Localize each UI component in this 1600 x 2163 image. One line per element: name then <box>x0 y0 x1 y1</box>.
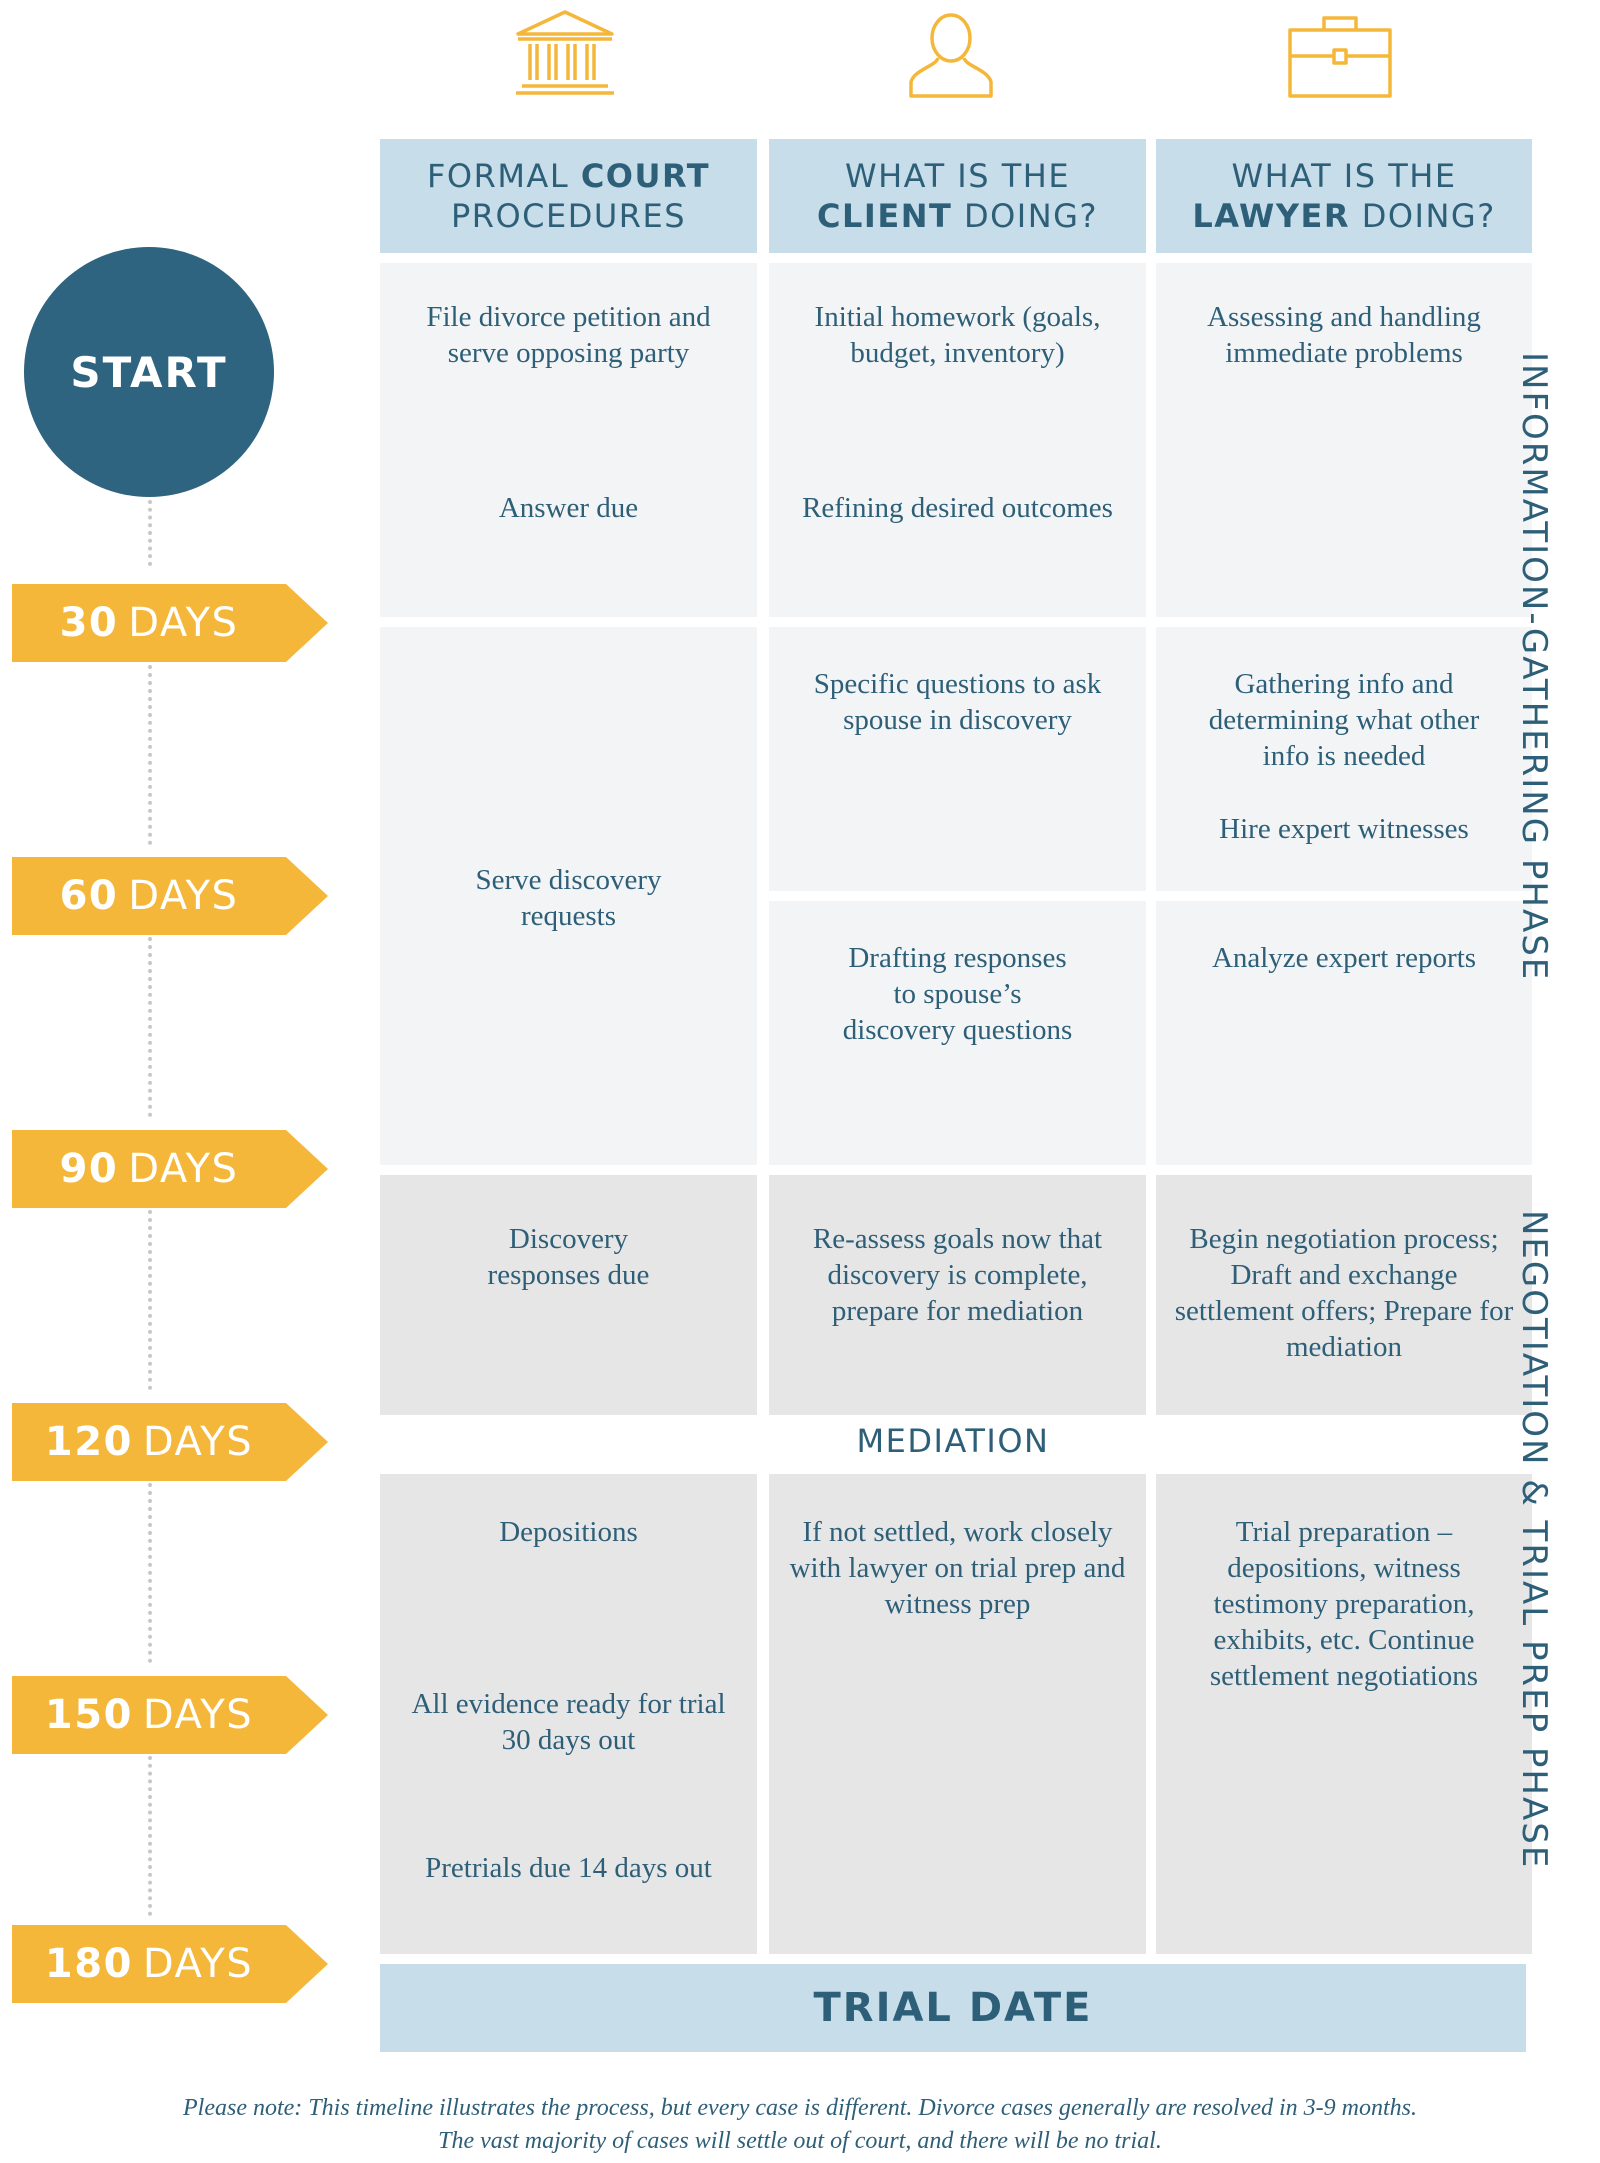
court-cell-row4: Depositions All evidence ready for trial… <box>380 1474 757 1954</box>
timeline-dots <box>148 1483 152 1663</box>
mediation-label: MEDIATION <box>856 1422 1050 1460</box>
person-icon <box>909 13 993 98</box>
court-evidence-text: All evidence ready for trial 30 days out <box>411 1688 726 1756</box>
lawyer-negotiation-text: Begin negotiation process; Draft and exc… <box>1174 1223 1514 1363</box>
court-answer-text: Answer due <box>498 492 639 524</box>
lawyer-cell-row4: Trial preparation – depositions, witness… <box>1156 1474 1532 1954</box>
court-pretrials-text: Pretrials due 14 days out <box>425 1852 712 1884</box>
lawyer-gathering-text: Gathering info and determining what othe… <box>1208 668 1480 772</box>
trial-date-bar: TRIAL DATE <box>380 1964 1526 2052</box>
lawyer-trial-prep-text: Trial preparation – depositions, witness… <box>1209 1516 1479 1692</box>
footnote-line-1: Please note: This timeline illustrates t… <box>183 2095 1417 2121</box>
briefcase-icon <box>1288 16 1392 98</box>
footnote-line-2: The vast majority of cases will settle o… <box>438 2128 1162 2154</box>
court-cell-row2: Serve discovery requests <box>380 627 757 1165</box>
lawyer-assessing-text: Assessing and handling immediate problem… <box>1207 301 1481 369</box>
client-cell-row2a: Specific questions to ask spouse in disc… <box>769 627 1146 891</box>
client-drafting-text: Drafting responses to spouse’s discovery… <box>842 942 1073 1046</box>
client-refining-text: Refining desired outcomes <box>802 492 1113 524</box>
timeline-dots <box>148 665 152 845</box>
lawyer-analyze-text: Analyze expert reports <box>1211 942 1477 974</box>
header-lawyer: WHAT IS THE LAWYER DOING? <box>1156 139 1532 253</box>
court-filing-text: File divorce petition and serve opposing… <box>426 301 711 369</box>
client-cell-row4: If not settled, work closely with lawyer… <box>769 1474 1146 1954</box>
lawyer-cell-row2a: Gathering info and determining what othe… <box>1156 627 1532 891</box>
timeline-dots <box>148 937 152 1117</box>
client-questions-text: Specific questions to ask spouse in disc… <box>813 668 1102 736</box>
lawyer-cell-row3: Begin negotiation process; Draft and exc… <box>1156 1175 1532 1415</box>
client-homework-text: Initial homework (goals, budget, invento… <box>814 301 1101 369</box>
client-trial-prep-text: If not settled, work closely with lawyer… <box>789 1516 1126 1620</box>
court-serve-discovery-text: Serve discovery requests <box>475 864 662 932</box>
negotiation-phase-label: NEGOTIATION & TRIAL PREP PHASE <box>1514 1210 1554 1870</box>
court-cell-row3: Discovery responses due <box>380 1175 757 1415</box>
lawyer-cell-row2b: Analyze expert reports <box>1156 901 1532 1165</box>
client-cell-row2b: Drafting responses to spouse’s discovery… <box>769 901 1146 1165</box>
court-depositions-text: Depositions <box>499 1516 638 1548</box>
client-cell-row1: Initial homework (goals, budget, invento… <box>769 263 1146 617</box>
timeline-dots <box>148 1210 152 1390</box>
court-discovery-due-text: Discovery responses due <box>487 1223 650 1291</box>
header-client: WHAT IS THE CLIENT DOING? <box>769 139 1146 253</box>
timeline-dots <box>148 500 152 566</box>
lawyer-cell-row1: Assessing and handling immediate problem… <box>1156 263 1532 617</box>
timeline-dots <box>148 1756 152 1916</box>
header-court: FORMAL COURT PROCEDURES <box>380 139 757 253</box>
client-cell-row3: Re-assess goals now that discovery is co… <box>769 1175 1146 1415</box>
start-circle: START <box>24 247 274 497</box>
court-cell-row1: File divorce petition and serve opposing… <box>380 263 757 617</box>
info-gathering-phase-label: INFORMATION-GATHERING PHASE <box>1514 352 1554 982</box>
client-reassess-text: Re-assess goals now that discovery is co… <box>812 1223 1103 1327</box>
lawyer-hire-text: Hire expert witnesses <box>1219 813 1469 845</box>
courthouse-icon <box>516 10 614 95</box>
